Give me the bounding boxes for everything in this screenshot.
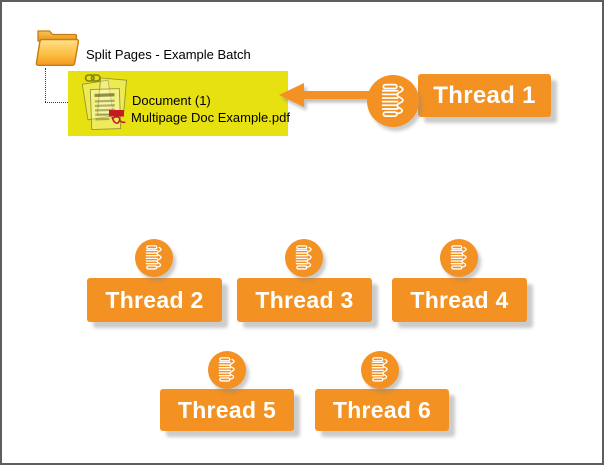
chain-link-icon (84, 74, 101, 82)
document-filename[interactable]: Multipage Doc Example.pdf (131, 110, 290, 125)
tree-connector-horizontal (45, 102, 82, 103)
thread-spool-icon (135, 239, 173, 277)
left-arrow-icon (279, 83, 386, 107)
thread-spool-icon (361, 351, 399, 389)
thread-spool-icon (367, 75, 419, 127)
thread-3-button[interactable]: Thread 3 (237, 278, 372, 322)
thread-spool-icon (285, 239, 323, 277)
pdf-file-icon (109, 110, 126, 124)
thread-2-button[interactable]: Thread 2 (87, 278, 222, 322)
thread-6-button[interactable]: Thread 6 (315, 389, 449, 431)
document-label[interactable]: Document (1) (132, 93, 211, 108)
batch-root-label[interactable]: Split Pages - Example Batch (86, 47, 251, 62)
document-stack-icon (82, 74, 128, 131)
thread-4-button[interactable]: Thread 4 (392, 278, 527, 322)
tree-connector-vertical (45, 68, 46, 102)
thread-spool-icon (440, 239, 478, 277)
folder-icon[interactable] (34, 24, 80, 67)
thread-spool-icon (208, 351, 246, 389)
thread-5-button[interactable]: Thread 5 (160, 389, 294, 431)
selected-document-row[interactable] (68, 71, 288, 136)
thread-1-button[interactable]: Thread 1 (418, 74, 551, 117)
